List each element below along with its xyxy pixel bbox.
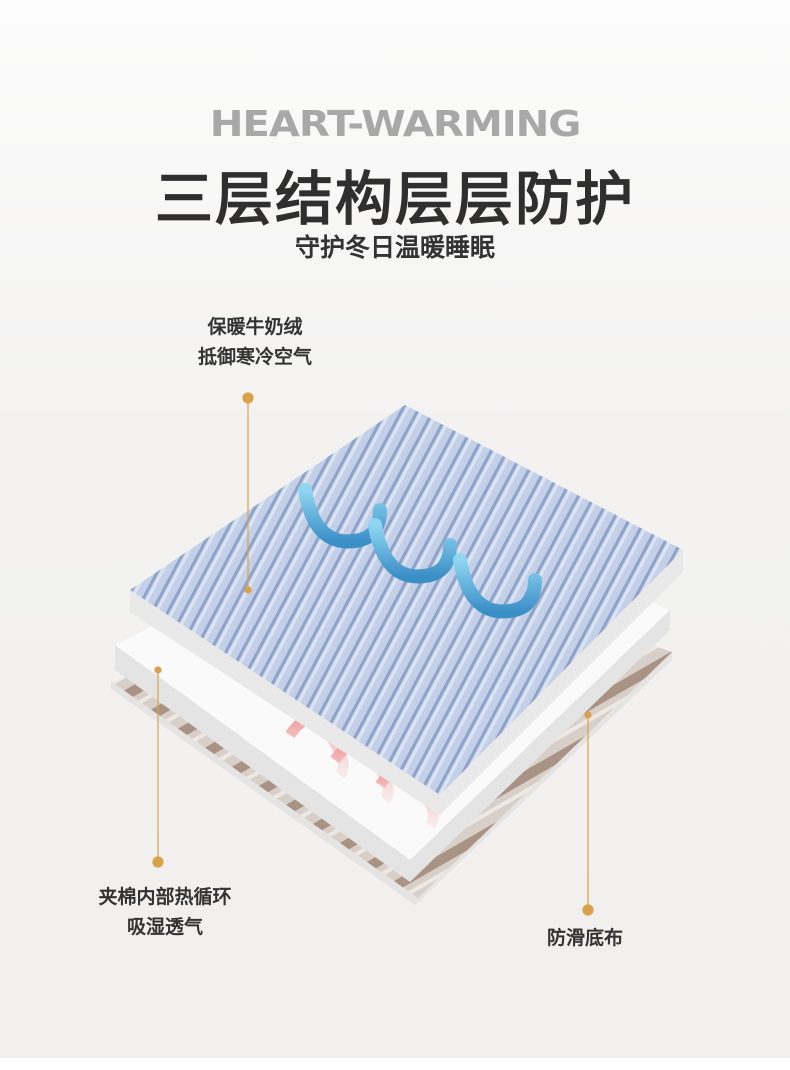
top-layer-title: 保暖牛奶绒 (207, 316, 303, 338)
english-title: HEART-WARMING (209, 104, 582, 145)
top-layer-label: 保暖牛奶绒 抵御寒冷空气 (170, 312, 340, 372)
callout-lines (152, 392, 594, 916)
top-layer-desc: 抵御寒冷空气 (197, 346, 312, 368)
page-title: 三层结构层层防护 (154, 165, 635, 233)
milk-fleece-top-layer (130, 405, 683, 815)
page-subtitle: 守护冬日温暖睡眠 (294, 233, 495, 262)
bottom-layer-title: 防滑底布 (546, 927, 623, 949)
cold-arrows-icon (298, 483, 542, 619)
middle-layer-desc: 吸湿透气 (126, 916, 203, 938)
middle-layer-label: 夹棉内部热循环 吸湿透气 (75, 882, 255, 942)
middle-layer-title: 夹棉内部热循环 (98, 886, 232, 908)
bottom-strip (0, 1058, 790, 1070)
bottom-layer-label: 防滑底布 (515, 923, 655, 953)
